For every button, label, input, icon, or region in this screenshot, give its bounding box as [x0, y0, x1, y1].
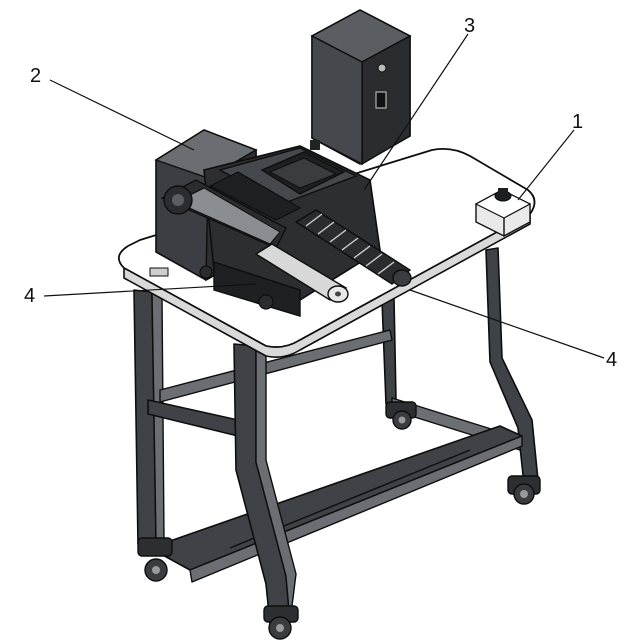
drive-housing — [199, 145, 381, 317]
spiked-roller — [294, 209, 412, 287]
electrical-cabinet — [310, 9, 412, 166]
roller-shaft — [254, 243, 349, 303]
callout-4-right: 4 — [606, 349, 617, 371]
callout-1: 1 — [572, 111, 583, 133]
callout-3: 3 — [464, 15, 475, 37]
push-button-box — [474, 188, 532, 237]
callout-leaders — [43, 33, 605, 359]
callout-2: 2 — [30, 65, 41, 87]
caster-back-left — [385, 401, 417, 430]
clamp-arm — [160, 171, 302, 249]
table-frame — [133, 247, 541, 640]
callout-4-left: 4 — [24, 285, 35, 307]
caster-front-left — [137, 537, 173, 582]
caster-back-right — [507, 475, 541, 505]
caster-front-right — [263, 605, 299, 640]
